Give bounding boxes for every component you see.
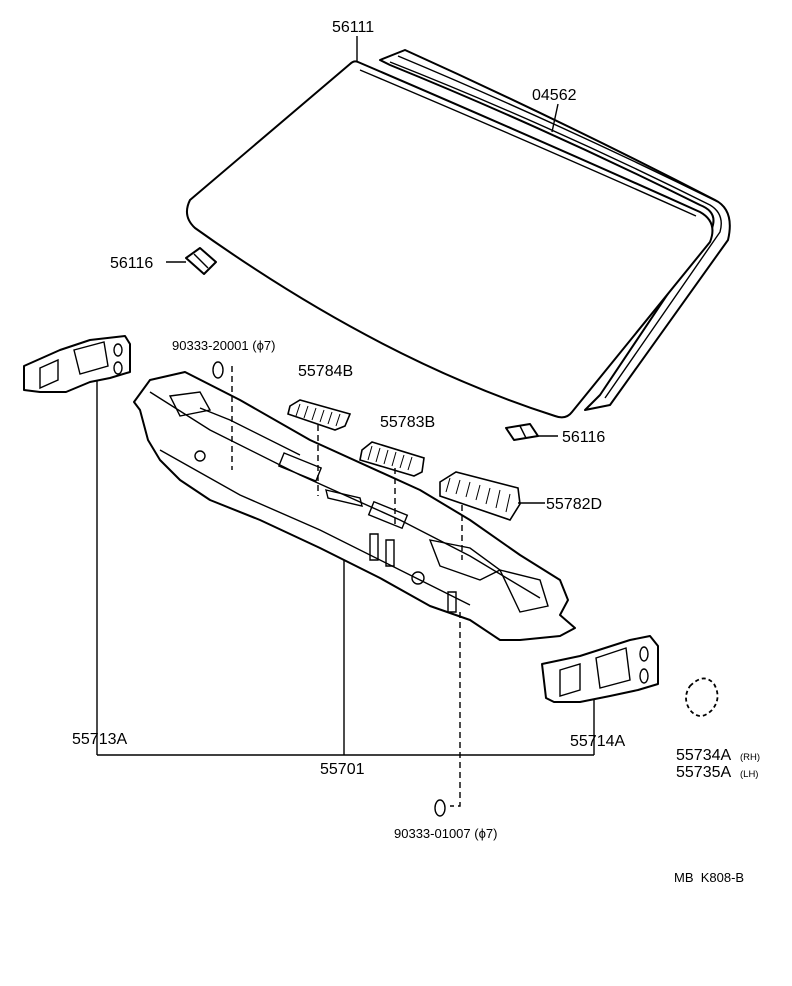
- side-bracket-left: [23, 335, 131, 393]
- label-lh-note: (LH): [740, 769, 758, 780]
- stopper-right: [505, 423, 539, 441]
- label-windshield-glass: 56111: [332, 19, 374, 36]
- cowl-panel: [133, 371, 576, 641]
- label-louver-55784b: 55784B: [298, 363, 353, 380]
- label-side-bracket-left: 55713A: [72, 731, 127, 748]
- label-rh-note: (RH): [740, 752, 760, 763]
- diagram-ref-code: MB K808-B: [674, 870, 744, 885]
- label-stopper-right: 56116: [562, 429, 605, 446]
- label-louver-55782d: 55782D: [546, 496, 602, 513]
- louver-55784b: [287, 399, 352, 431]
- label-clip-upper: 90333-20001 (ϕ7): [172, 338, 275, 353]
- stopper-left: [185, 247, 217, 275]
- side-bracket-right: [541, 635, 659, 703]
- clip-upper: [212, 361, 224, 379]
- moulding-part: [379, 49, 731, 411]
- label-moulding: 04562: [532, 87, 577, 104]
- cap-part: [685, 677, 719, 717]
- label-side-bracket-right: 55714A: [570, 733, 625, 750]
- louver-55782d: [439, 471, 521, 521]
- clip-lower: [434, 799, 446, 817]
- label-cap-rh: 55734A: [676, 747, 731, 764]
- label-cowl-panel: 55701: [320, 761, 365, 778]
- label-cap-lh: 55735A: [676, 764, 731, 781]
- label-clip-lower: 90333-01007 (ϕ7): [394, 826, 497, 841]
- windshield-glass: [185, 60, 714, 419]
- label-stopper-left: 56116: [110, 255, 153, 272]
- label-louver-55783b: 55783B: [380, 414, 435, 431]
- louver-55783b: [359, 441, 425, 477]
- leader-lines: [96, 36, 595, 807]
